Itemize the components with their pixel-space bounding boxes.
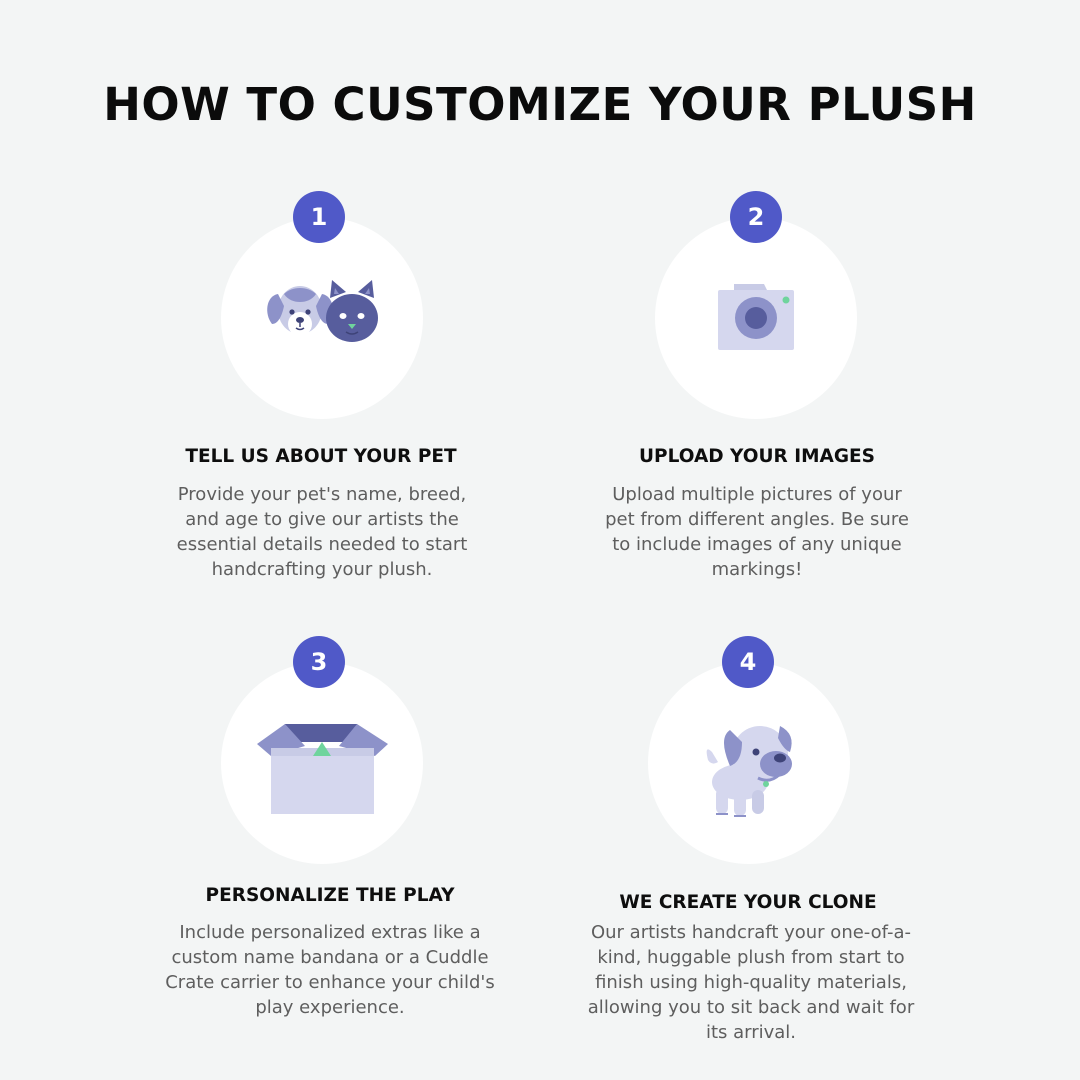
step-2-description: Upload multiple pictures of your pet fro… [605, 484, 909, 580]
dog-and-cat-icon [267, 280, 378, 342]
step-3-heading: PERSONALIZE THE PLAY [205, 885, 455, 906]
open-box-icon [257, 724, 388, 814]
puppy-plush-icon [706, 726, 792, 817]
dog-icon [267, 286, 333, 336]
page-title: HOW TO CUSTOMIZE YOUR PLUSH [103, 78, 977, 131]
step-1-description: Provide your pet's name, breed, and age … [176, 484, 468, 580]
step-2-number-badge: 2 [730, 191, 782, 243]
camera-icon [718, 284, 794, 350]
step-4-heading: WE CREATE YOUR CLONE [619, 892, 877, 913]
step-2-heading: UPLOAD YOUR IMAGES [639, 446, 875, 467]
cat-icon [326, 280, 378, 342]
step-3-description: Include personalized extras like a custo… [165, 922, 495, 1018]
step-3-number-badge: 3 [293, 636, 345, 688]
step-4-number-badge: 4 [722, 636, 774, 688]
step-1-heading: TELL US ABOUT YOUR PET [185, 446, 457, 467]
step-4-description: Our artists handcraft your one-of-a-kind… [587, 922, 915, 1043]
step-1-number-badge: 1 [293, 191, 345, 243]
